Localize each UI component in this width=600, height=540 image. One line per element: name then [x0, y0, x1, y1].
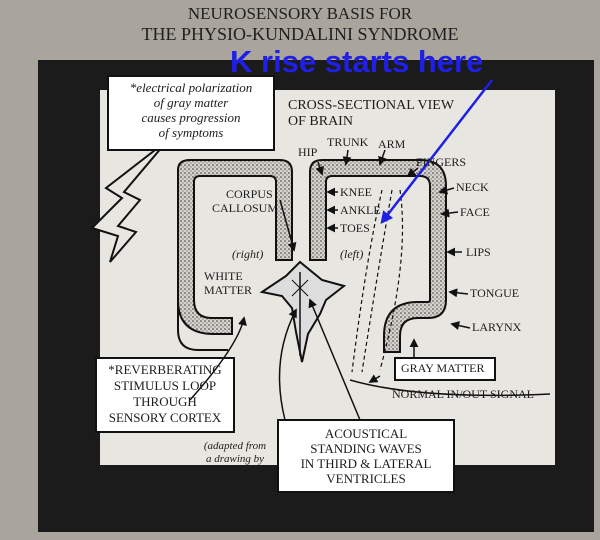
pointer-arrows: [189, 149, 471, 421]
title-line-2: THE PHYSIO-KUNDALINI SYNDROME: [141, 24, 459, 44]
note-box-frame: [107, 75, 275, 151]
white-matter-2: MATTER: [204, 283, 252, 297]
reverberating-line: STIMULUS LOOP: [113, 378, 217, 393]
label-larynx: LARYNX: [472, 320, 522, 334]
label-tongue: TONGUE: [470, 286, 520, 300]
acoustical-line: IN THIRD & LATERAL: [300, 456, 432, 471]
acoustical-line: VENTRICLES: [326, 471, 406, 486]
title-line-1: NEUROSENSORY BASIS FOR: [187, 4, 413, 23]
acoustical-line: ACOUSTICAL: [324, 426, 408, 441]
reverberating-line: THROUGH: [133, 394, 197, 409]
label-gray-matter: GRAY MATTER: [401, 361, 485, 375]
lightning-bolt: [90, 139, 169, 263]
acoustical-line: STANDING WAVES: [310, 441, 422, 456]
k-rise-annotation: K rise starts here: [230, 44, 484, 79]
reverberating-box: *REVERBERATING STIMULUS LOOP THROUGH SEN…: [98, 362, 232, 426]
label-fingers: FINGERS: [416, 155, 467, 169]
note-line: *electrical polarization: [129, 80, 253, 95]
credit-note: (adapted from a drawing by I. Bentov): [190, 440, 280, 479]
section-heading-2: OF BRAIN: [288, 114, 353, 129]
note-line: of symptoms: [158, 125, 224, 140]
label-neck: NECK: [456, 180, 489, 194]
label-left: (left): [340, 247, 364, 261]
label-normal-signal: NORMAL IN/OUT SIGNAL: [392, 387, 534, 401]
credit-line: I. Bentov): [213, 466, 257, 478]
normal-signal-line: [349, 379, 551, 397]
label-ankle: ANKLE: [340, 203, 381, 217]
corpus-label-1: CORPUS: [226, 187, 273, 201]
acoustical-box-frame: [277, 419, 455, 493]
label-knee: KNEE: [340, 185, 372, 199]
note-line: causes progression: [141, 110, 241, 125]
label-hip: HIP: [298, 145, 318, 159]
signal-path: [351, 189, 404, 373]
section-heading-1: CROSS-SECTIONAL VIEW: [288, 98, 455, 113]
label-face: FACE: [460, 205, 490, 219]
acoustical-box: ACOUSTICAL STANDING WAVES IN THIRD & LAT…: [280, 426, 452, 486]
brain-cortex: [177, 159, 447, 353]
reverberating-line: SENSORY CORTEX: [108, 410, 222, 425]
gray-matter-box-frame: [394, 357, 496, 381]
label-toes: TOES: [340, 221, 370, 235]
note-line: of gray matter: [153, 95, 229, 110]
reverberating-box-frame: [95, 357, 235, 433]
reverberating-line: *REVERBERATING: [108, 362, 222, 377]
white-matter-1: WHITE: [204, 269, 243, 283]
credit-line: (adapted from: [203, 440, 267, 452]
label-right: (right): [232, 247, 264, 261]
polarization-note: *electrical polarization of gray matter …: [110, 80, 272, 140]
credit-line: a drawing by: [205, 453, 265, 465]
label-lips: LIPS: [466, 245, 491, 259]
label-arm: ARM: [378, 137, 406, 151]
label-trunk: TRUNK: [327, 135, 369, 149]
k-rise-arrow: [380, 79, 493, 224]
ventricle-structure: [259, 260, 347, 363]
corpus-label-2: CALLOSUM: [212, 201, 279, 215]
